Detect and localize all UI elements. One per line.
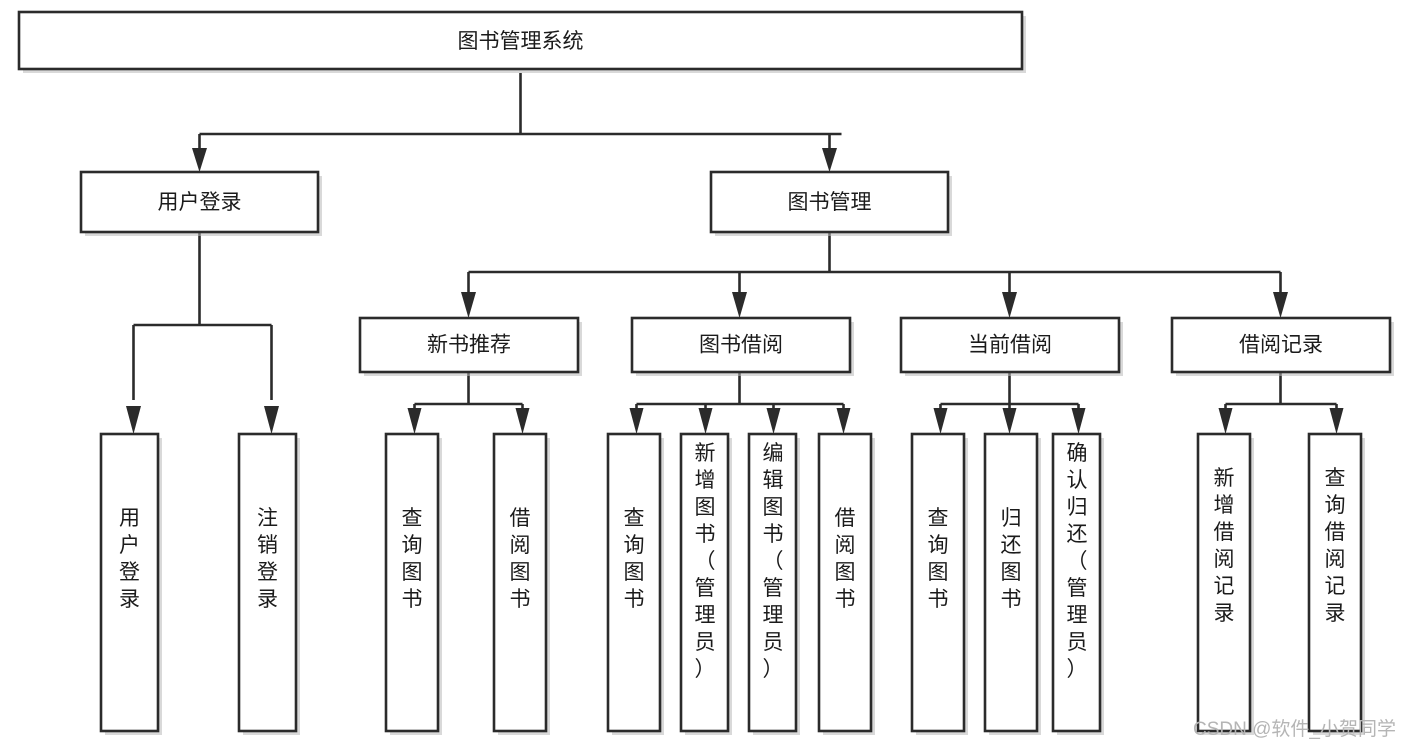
node-leaf-query-book-2[interactable]: 查询图书 — [606, 432, 664, 735]
arrowhead-leaf-user-logout — [264, 406, 279, 434]
node-root-label: 图书管理系统 — [458, 30, 584, 53]
arrowhead-current-borrow — [1002, 292, 1017, 318]
arrowhead-leaf-add-record — [1218, 408, 1233, 434]
node-leaf-borrow-book-2[interactable]: 借阅图书 — [817, 432, 875, 735]
node-borrow-record[interactable]: 借阅记录 — [1170, 316, 1394, 376]
node-leaf-borrow-book-1[interactable]: 借阅图书 — [492, 432, 550, 735]
node-book-borrow[interactable]: 图书借阅 — [630, 316, 854, 376]
node-leaf-user-logout[interactable]: 注销登录 — [237, 432, 300, 735]
node-leaf-query-book-3[interactable]: 查询图书 — [910, 432, 968, 735]
node-leaf-confirm-return[interactable]: 确认归还（管理员） — [1051, 432, 1104, 735]
watermark-label: CSDN @软件_小贺同学 — [1193, 718, 1396, 740]
node-leaf-add-book-label: 新增图书（管理员） — [695, 442, 716, 681]
node-leaf-edit-book[interactable]: 编辑图书（管理员） — [747, 432, 800, 735]
node-leaf-confirm-return-label: 确认归还（管理员） — [1067, 442, 1088, 681]
node-book-manage-label: 图书管理 — [788, 191, 872, 214]
node-leaf-return-book-label: 归还图书 — [1001, 507, 1022, 611]
arrowhead-book-borrow — [732, 292, 747, 318]
node-leaf-user-login-label: 用户登录 — [119, 507, 140, 611]
arrowhead-leaf-user-login — [126, 406, 141, 434]
node-leaf-query-book-1-label: 查询图书 — [402, 507, 423, 611]
arrowhead-leaf-query-book-2 — [629, 408, 644, 434]
node-new-book-recommend-label: 新书推荐 — [427, 334, 511, 357]
node-leaf-query-book-2-label: 查询图书 — [624, 507, 645, 611]
arrowhead-leaf-query-book-3 — [933, 408, 948, 434]
node-leaf-return-book[interactable]: 归还图书 — [983, 432, 1041, 735]
node-leaf-query-book-1[interactable]: 查询图书 — [384, 432, 442, 735]
arrowhead-leaf-query-record — [1329, 408, 1344, 434]
node-root[interactable]: 图书管理系统 — [17, 10, 1026, 73]
node-new-book-recommend[interactable]: 新书推荐 — [358, 316, 582, 376]
connector-layer — [126, 73, 1344, 434]
node-leaf-add-book[interactable]: 新增图书（管理员） — [679, 432, 732, 735]
arrowhead-leaf-borrow-book-1 — [515, 408, 530, 434]
node-leaf-query-record-label: 查询借阅记录 — [1325, 467, 1346, 625]
arrowhead-user-login — [192, 148, 207, 172]
node-book-manage[interactable]: 图书管理 — [709, 170, 952, 236]
arrowhead-leaf-return-book — [1002, 408, 1017, 434]
arrowhead-new-book-recommend — [461, 292, 476, 318]
arrowhead-book-manage — [822, 148, 837, 172]
node-leaf-user-login[interactable]: 用户登录 — [99, 432, 162, 735]
arrowhead-leaf-add-book — [698, 408, 713, 434]
node-leaf-add-record[interactable]: 新增借阅记录 — [1196, 432, 1254, 735]
node-current-borrow[interactable]: 当前借阅 — [899, 316, 1123, 376]
node-borrow-record-label: 借阅记录 — [1239, 334, 1323, 357]
arrowhead-leaf-confirm-return — [1071, 408, 1086, 434]
node-user-login-label: 用户登录 — [158, 191, 242, 214]
arrowhead-leaf-borrow-book-2 — [836, 408, 851, 434]
node-leaf-query-record[interactable]: 查询借阅记录 — [1307, 432, 1365, 735]
node-leaf-user-logout-label: 注销登录 — [257, 507, 278, 611]
arrowhead-leaf-query-book-1 — [407, 408, 422, 434]
node-leaf-query-book-3-label: 查询图书 — [928, 507, 949, 611]
node-leaf-add-record-label: 新增借阅记录 — [1214, 467, 1235, 625]
arrowhead-leaf-edit-book — [766, 408, 781, 434]
node-leaf-borrow-book-2-label: 借阅图书 — [835, 507, 856, 611]
arrowhead-borrow-record — [1273, 292, 1288, 318]
node-leaf-borrow-book-1-label: 借阅图书 — [510, 507, 531, 611]
node-current-borrow-label: 当前借阅 — [968, 334, 1052, 357]
node-leaf-edit-book-label: 编辑图书（管理员） — [763, 442, 784, 681]
node-user-login[interactable]: 用户登录 — [79, 170, 322, 236]
node-book-borrow-label: 图书借阅 — [699, 334, 783, 357]
